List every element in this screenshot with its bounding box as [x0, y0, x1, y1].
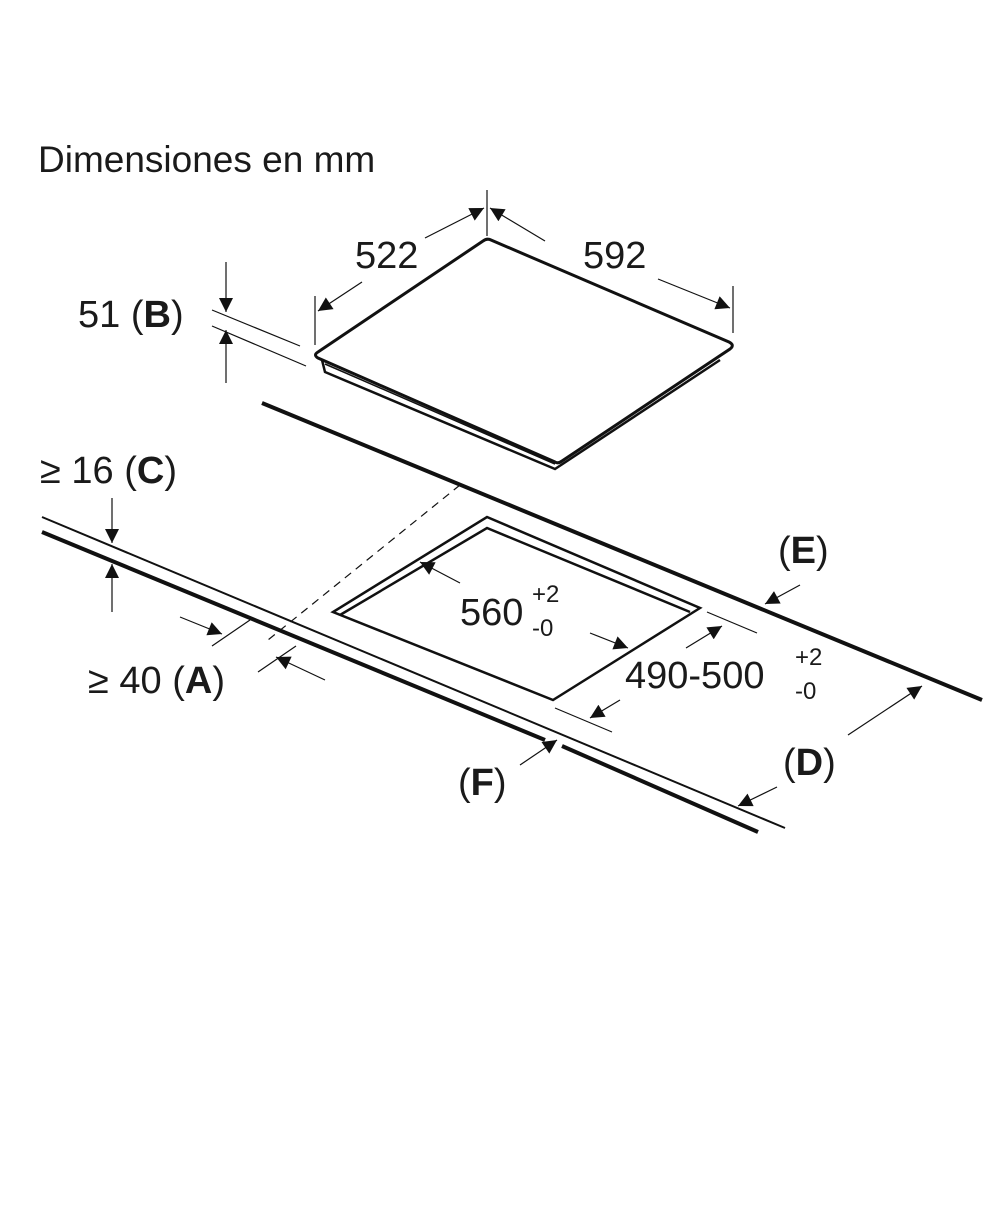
hob-width-label: 592 — [583, 235, 646, 277]
label-f: (F) — [458, 762, 507, 804]
svg-text:-0: -0 — [795, 678, 816, 705]
cutout-outline — [330, 515, 703, 702]
hob-height-label: 51 (B) — [78, 294, 184, 336]
cutout-width-label: 560 +2 -0 — [460, 581, 559, 642]
diagram-title: Dimensiones en mm — [38, 139, 375, 180]
cutout-depth-label: 490-500 +2 -0 — [625, 644, 822, 705]
svg-text:560: 560 — [460, 592, 523, 634]
hob-depth-label: 522 — [355, 235, 418, 277]
svg-text:+2: +2 — [532, 581, 559, 608]
svg-text:+2: +2 — [795, 644, 822, 671]
svg-text:490-500: 490-500 — [625, 655, 764, 697]
cutout-dimension-lines — [105, 498, 923, 807]
countertop-lines — [41, 401, 983, 834]
countertop-thickness-label: ≥ 16 (C) — [40, 450, 177, 492]
label-d: (D) — [783, 742, 836, 784]
svg-text:-0: -0 — [532, 615, 553, 642]
label-e: (E) — [778, 530, 829, 572]
front-gap-label: ≥ 40 (A) — [88, 660, 225, 702]
hob-outline — [314, 237, 734, 471]
hob-dimension-lines — [211, 190, 734, 383]
